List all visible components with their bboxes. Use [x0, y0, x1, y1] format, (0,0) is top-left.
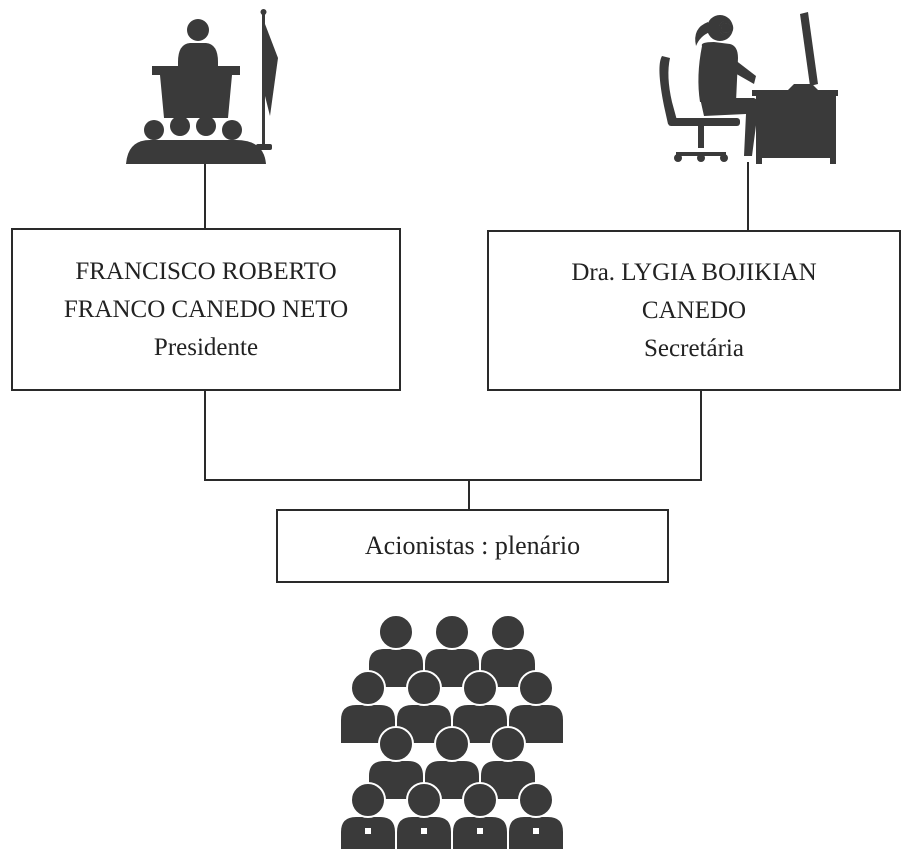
shareholders-box: Acionistas : plenário: [276, 509, 669, 583]
secretary-name-line1: Dra. LYGIA BOJIKIAN: [571, 258, 817, 286]
president-name-line2: FRANCO CANEDO NETO: [63, 295, 349, 323]
person-silhouette: [451, 782, 509, 850]
president-name-line1: FRANCISCO ROBERTO: [75, 257, 337, 285]
shareholders-label: Acionistas : plenário: [364, 531, 581, 560]
person-silhouette: [395, 782, 453, 850]
person-silhouette: [479, 726, 537, 801]
person-silhouette: [339, 782, 397, 850]
president-role: Presidente: [153, 333, 259, 361]
woman-at-computer-desk-icon: [659, 12, 838, 164]
secretary-role: Secretária: [644, 334, 744, 362]
secretary-box: Dra. LYGIA BOJIKIAN CANEDO Secretária: [487, 230, 901, 391]
person-silhouette: [507, 782, 565, 850]
audience-crowd-icon: [339, 614, 565, 850]
secretary-name-line2: CANEDO: [641, 296, 747, 324]
officers-merge-connector: [204, 391, 702, 481]
speaker-at-podium-icon: [126, 9, 278, 164]
president-box: FRANCISCO ROBERTO FRANCO CANEDO NETO Pre…: [11, 228, 401, 391]
